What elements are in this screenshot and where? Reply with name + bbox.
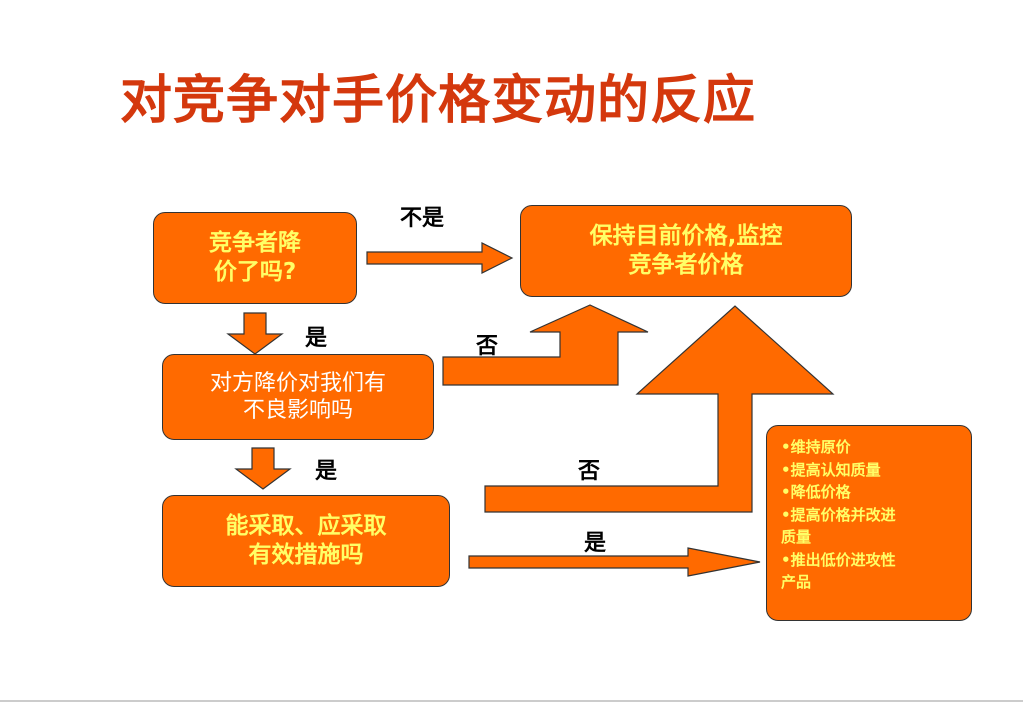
label-yes-3: 是 [584,531,607,556]
label-no-2: 否 [476,334,499,359]
box-line: 竞争者价格 [628,252,744,278]
action-item: 产品 [781,573,812,591]
action-item: •提高认知质量 [781,460,881,479]
box-line: 价了吗? [213,259,297,285]
box-line: 竞争者降 [209,230,301,257]
label-yes-1: 是 [305,326,328,351]
arrow-q2-to-q3 [234,447,292,490]
box-line: 有效措施吗 [248,542,364,568]
box-line: 保持目前价格,监控 [589,223,783,250]
arrow-q3-to-keep [484,305,835,513]
arrow-q1-to-keep [366,242,514,274]
arrow-q2-to-keep [442,304,649,386]
question-box-competitor-price-cut: 竞争者降 价了吗? [153,212,357,304]
action-item: •降低价格 [781,483,851,501]
action-item: •推出低价进攻性 [781,550,896,569]
action-item: •维持原价 [781,438,851,456]
result-box-keep-price: 保持目前价格,监控 竞争者价格 [520,205,852,297]
action-item: •提高价格并改进 [781,505,896,524]
box-line: 不良影响吗 [242,398,353,423]
box-line: 能采取、应采取 [225,513,387,540]
action-item: 质量 [781,528,812,546]
arrow-q3-to-actions [468,547,761,577]
box-line: 对方降价对我们有 [209,370,386,396]
actions-box: •维持原价 •提高认知质量 •降低价格 •提高价格并改进 质量 •推出低价进攻性… [766,425,972,621]
label-not-yes: 不是 [400,206,445,231]
question-box-adverse-impact: 对方降价对我们有 不良影响吗 [162,354,434,440]
arrow-q1-to-q2 [226,312,284,355]
label-no-3: 否 [578,459,601,484]
question-box-effective-measures: 能采取、应采取 有效措施吗 [162,495,450,587]
label-yes-2: 是 [315,459,338,484]
slide-title: 对竞争对手价格变动的反应 [120,71,757,131]
divider [0,700,1023,702]
